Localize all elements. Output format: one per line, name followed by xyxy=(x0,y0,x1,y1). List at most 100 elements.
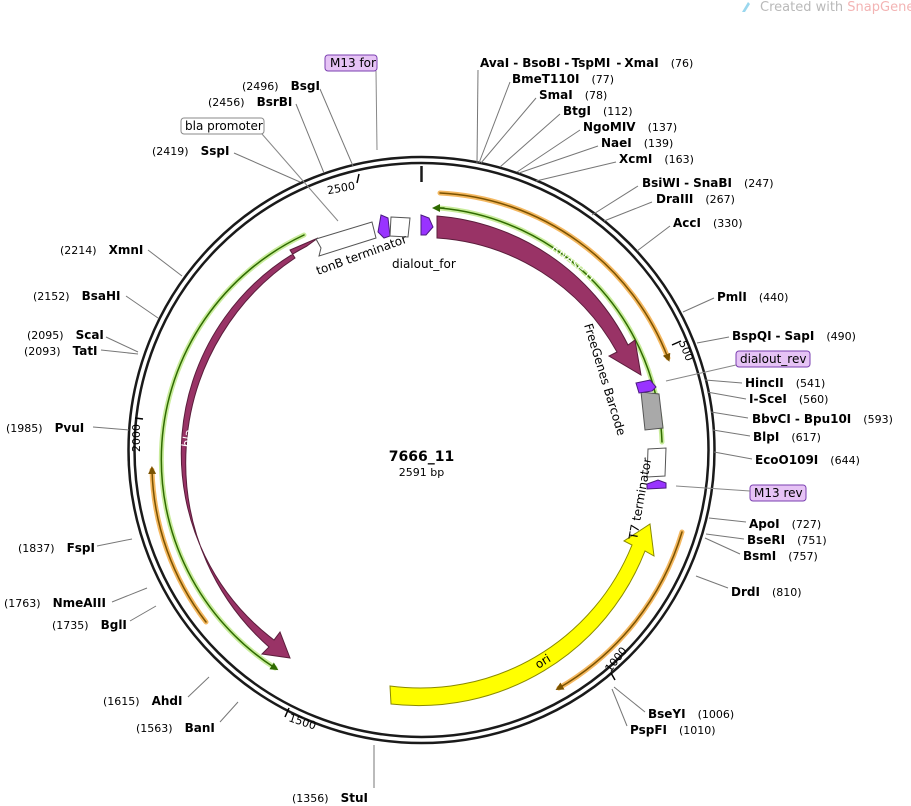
svg-text:NgoMIV(137): NgoMIV(137) xyxy=(583,120,677,134)
site-ngomiv: NgoMIV(137) xyxy=(516,120,677,173)
feature-tonb-terminator xyxy=(389,216,411,238)
site-pmli: PmlI(440) xyxy=(682,290,788,313)
restriction-sites: AvaI-BsoBI-TspMI-XmaI(76) BmeT110I(77) S… xyxy=(4,56,893,805)
site-bgli: (1735)BglI xyxy=(52,605,157,632)
svg-text:PspFI(1010): PspFI(1010) xyxy=(630,723,716,737)
orf-lines xyxy=(148,190,685,691)
site-bsrbi: (2456)BsrBI xyxy=(208,95,325,174)
svg-text:BspQI-SapI(490): BspQI-SapI(490) xyxy=(732,329,856,343)
svg-text:(1356)StuI: (1356)StuI xyxy=(292,791,368,805)
svg-text:I-SceI(560): I-SceI(560) xyxy=(749,392,828,406)
primer-m13-for-label: M13 for xyxy=(330,56,376,70)
site-naei: NaeI(139) xyxy=(518,136,673,174)
plasmid-center: 7666_11 2591 bp xyxy=(389,449,454,479)
site-bmet110i: BmeT110I(77) xyxy=(478,72,614,164)
svg-text:BmeT110I(77): BmeT110I(77) xyxy=(512,72,614,86)
site-fspi: (1837)FspI xyxy=(18,538,133,555)
svg-text:(2214)XmnI: (2214)XmnI xyxy=(60,243,143,257)
svg-text:Created with SnapGene®: Created with SnapGene® xyxy=(760,0,911,15)
svg-text:(1563)BanI: (1563)BanI xyxy=(136,721,215,735)
feature-bla xyxy=(180,237,319,659)
site-apoi: ApoI(727) xyxy=(708,517,821,531)
svg-text:BlpI(617): BlpI(617) xyxy=(753,430,821,444)
site-i-scei: I-SceI(560) xyxy=(706,391,828,406)
site-pspfi: PspFI(1010) xyxy=(611,688,716,737)
site-bani: (1563)BanI xyxy=(136,701,239,735)
site-sspi: (2419)SspI xyxy=(152,144,301,183)
primer-labels: M13 for dialout_rev M13 rev bla promoter xyxy=(180,54,811,502)
svg-text:AvaI-BsoBI-TspMI-XmaI(76): AvaI-BsoBI-TspMI-XmaI(76) xyxy=(480,56,693,70)
site-ecoo109i: EcoO109I(644) xyxy=(713,451,860,467)
svg-text:BbvCI-Bpu10I(593): BbvCI-Bpu10I(593) xyxy=(752,412,893,426)
primer-dialout-rev xyxy=(635,379,657,394)
site-bsgi: (2496)BsgI xyxy=(242,79,354,167)
site-bspqi-group: BspQI-SapI(490) xyxy=(696,329,856,344)
site-smai: SmaI(78) xyxy=(480,88,607,164)
credit-prefix: Created with xyxy=(760,0,847,15)
feature-ori xyxy=(389,523,655,707)
site-scai: (2095)ScaI xyxy=(27,328,139,353)
site-bsiwi-group: BsiWI-SnaBI(247) xyxy=(591,176,774,216)
feature-barcode xyxy=(640,391,664,431)
svg-text:BseYI(1006): BseYI(1006) xyxy=(648,707,734,721)
svg-text:NaeI(139): NaeI(139) xyxy=(601,136,673,150)
backbone xyxy=(127,155,716,745)
site-draiii: DraIII(267) xyxy=(603,192,735,222)
primer-m13-rev xyxy=(646,479,667,490)
snapgene-logo-icon xyxy=(742,2,750,12)
svg-text:BsmI(757): BsmI(757) xyxy=(743,549,818,563)
primer-bla-promoter-label: bla promoter xyxy=(185,119,263,133)
credit-brand: SnapGene xyxy=(847,0,911,15)
feature-t7-terminator xyxy=(646,447,667,478)
site-btgi: BtgI(112) xyxy=(499,104,633,168)
svg-text:BtgI(112): BtgI(112) xyxy=(563,104,633,118)
tick-label-2000: 2000 xyxy=(130,424,143,452)
snapgene-credit: Created with SnapGene® xyxy=(742,0,911,15)
svg-text:(2095)ScaI: (2095)ScaI xyxy=(27,328,104,342)
plasmid-length: 2591 bp xyxy=(399,466,444,479)
site-bseyi: BseYI(1006) xyxy=(613,686,734,721)
site-xmni: (2214)XmnI xyxy=(60,243,183,277)
site-nmeaiii: (1763)NmeAIII xyxy=(4,587,148,610)
svg-text:AccI(330): AccI(330) xyxy=(673,216,743,230)
svg-text:HincII(541): HincII(541) xyxy=(745,376,825,390)
site-ahdi: (1615)AhdI xyxy=(103,676,210,708)
tick-label-2500: 2500 xyxy=(326,179,356,197)
svg-text:(2152)BsaHI: (2152)BsaHI xyxy=(33,289,120,303)
svg-text:SmaI(78): SmaI(78) xyxy=(539,88,607,102)
svg-text:(2496)BsgI: (2496)BsgI xyxy=(242,79,320,93)
svg-text:(2419)SspI: (2419)SspI xyxy=(152,144,229,158)
site-bseri: BseRI(751) xyxy=(705,533,827,547)
primer-dialout-for xyxy=(420,214,434,236)
site-stui: (1356)StuI xyxy=(292,745,375,805)
site-blpi: BlpI(617) xyxy=(712,429,821,444)
svg-text:EcoO109I(644): EcoO109I(644) xyxy=(755,453,860,467)
svg-text:PmlI(440): PmlI(440) xyxy=(717,290,788,304)
plasmid-name: 7666_11 xyxy=(389,449,454,465)
primer-m13-rev-label: M13 rev xyxy=(754,486,803,500)
features: RNAse H bla ori FreeGenes Barcode T7 ter… xyxy=(179,214,667,707)
feature-bla-label: bla xyxy=(179,428,196,448)
feature-dialout-for-label: dialout_for xyxy=(392,257,456,271)
svg-text:(1615)AhdI: (1615)AhdI xyxy=(103,694,182,708)
svg-text:DrdI(810): DrdI(810) xyxy=(731,585,802,599)
site-xcmi: XcmI(163) xyxy=(535,152,694,182)
site-bsmi: BsmI(757) xyxy=(704,537,818,563)
site-avai-group: AvaI-BsoBI-TspMI-XmaI(76) xyxy=(476,56,693,164)
svg-text:(2093)TatI: (2093)TatI xyxy=(24,344,98,358)
svg-text:BseRI(751): BseRI(751) xyxy=(747,533,827,547)
site-drdi: DrdI(810) xyxy=(695,575,802,599)
feature-rnase-h xyxy=(436,215,642,376)
site-hincii: HincII(541) xyxy=(704,376,825,390)
svg-text:DraIII(267): DraIII(267) xyxy=(656,192,735,206)
primer-m13-for-box xyxy=(377,214,391,239)
svg-text:(1763)NmeAIII: (1763)NmeAIII xyxy=(4,596,106,610)
svg-text:BsiWI-SnaBI(247): BsiWI-SnaBI(247) xyxy=(642,176,774,190)
feature-bla-promoter xyxy=(315,221,377,257)
svg-text:(2456)BsrBI: (2456)BsrBI xyxy=(208,95,292,109)
site-tati: (2093)TatI xyxy=(24,344,139,358)
site-pvui: (1985)PvuI xyxy=(6,421,130,435)
site-bbvci-group: BbvCI-Bpu10I(593) xyxy=(710,411,893,426)
site-acci: AccI(330) xyxy=(636,216,743,252)
